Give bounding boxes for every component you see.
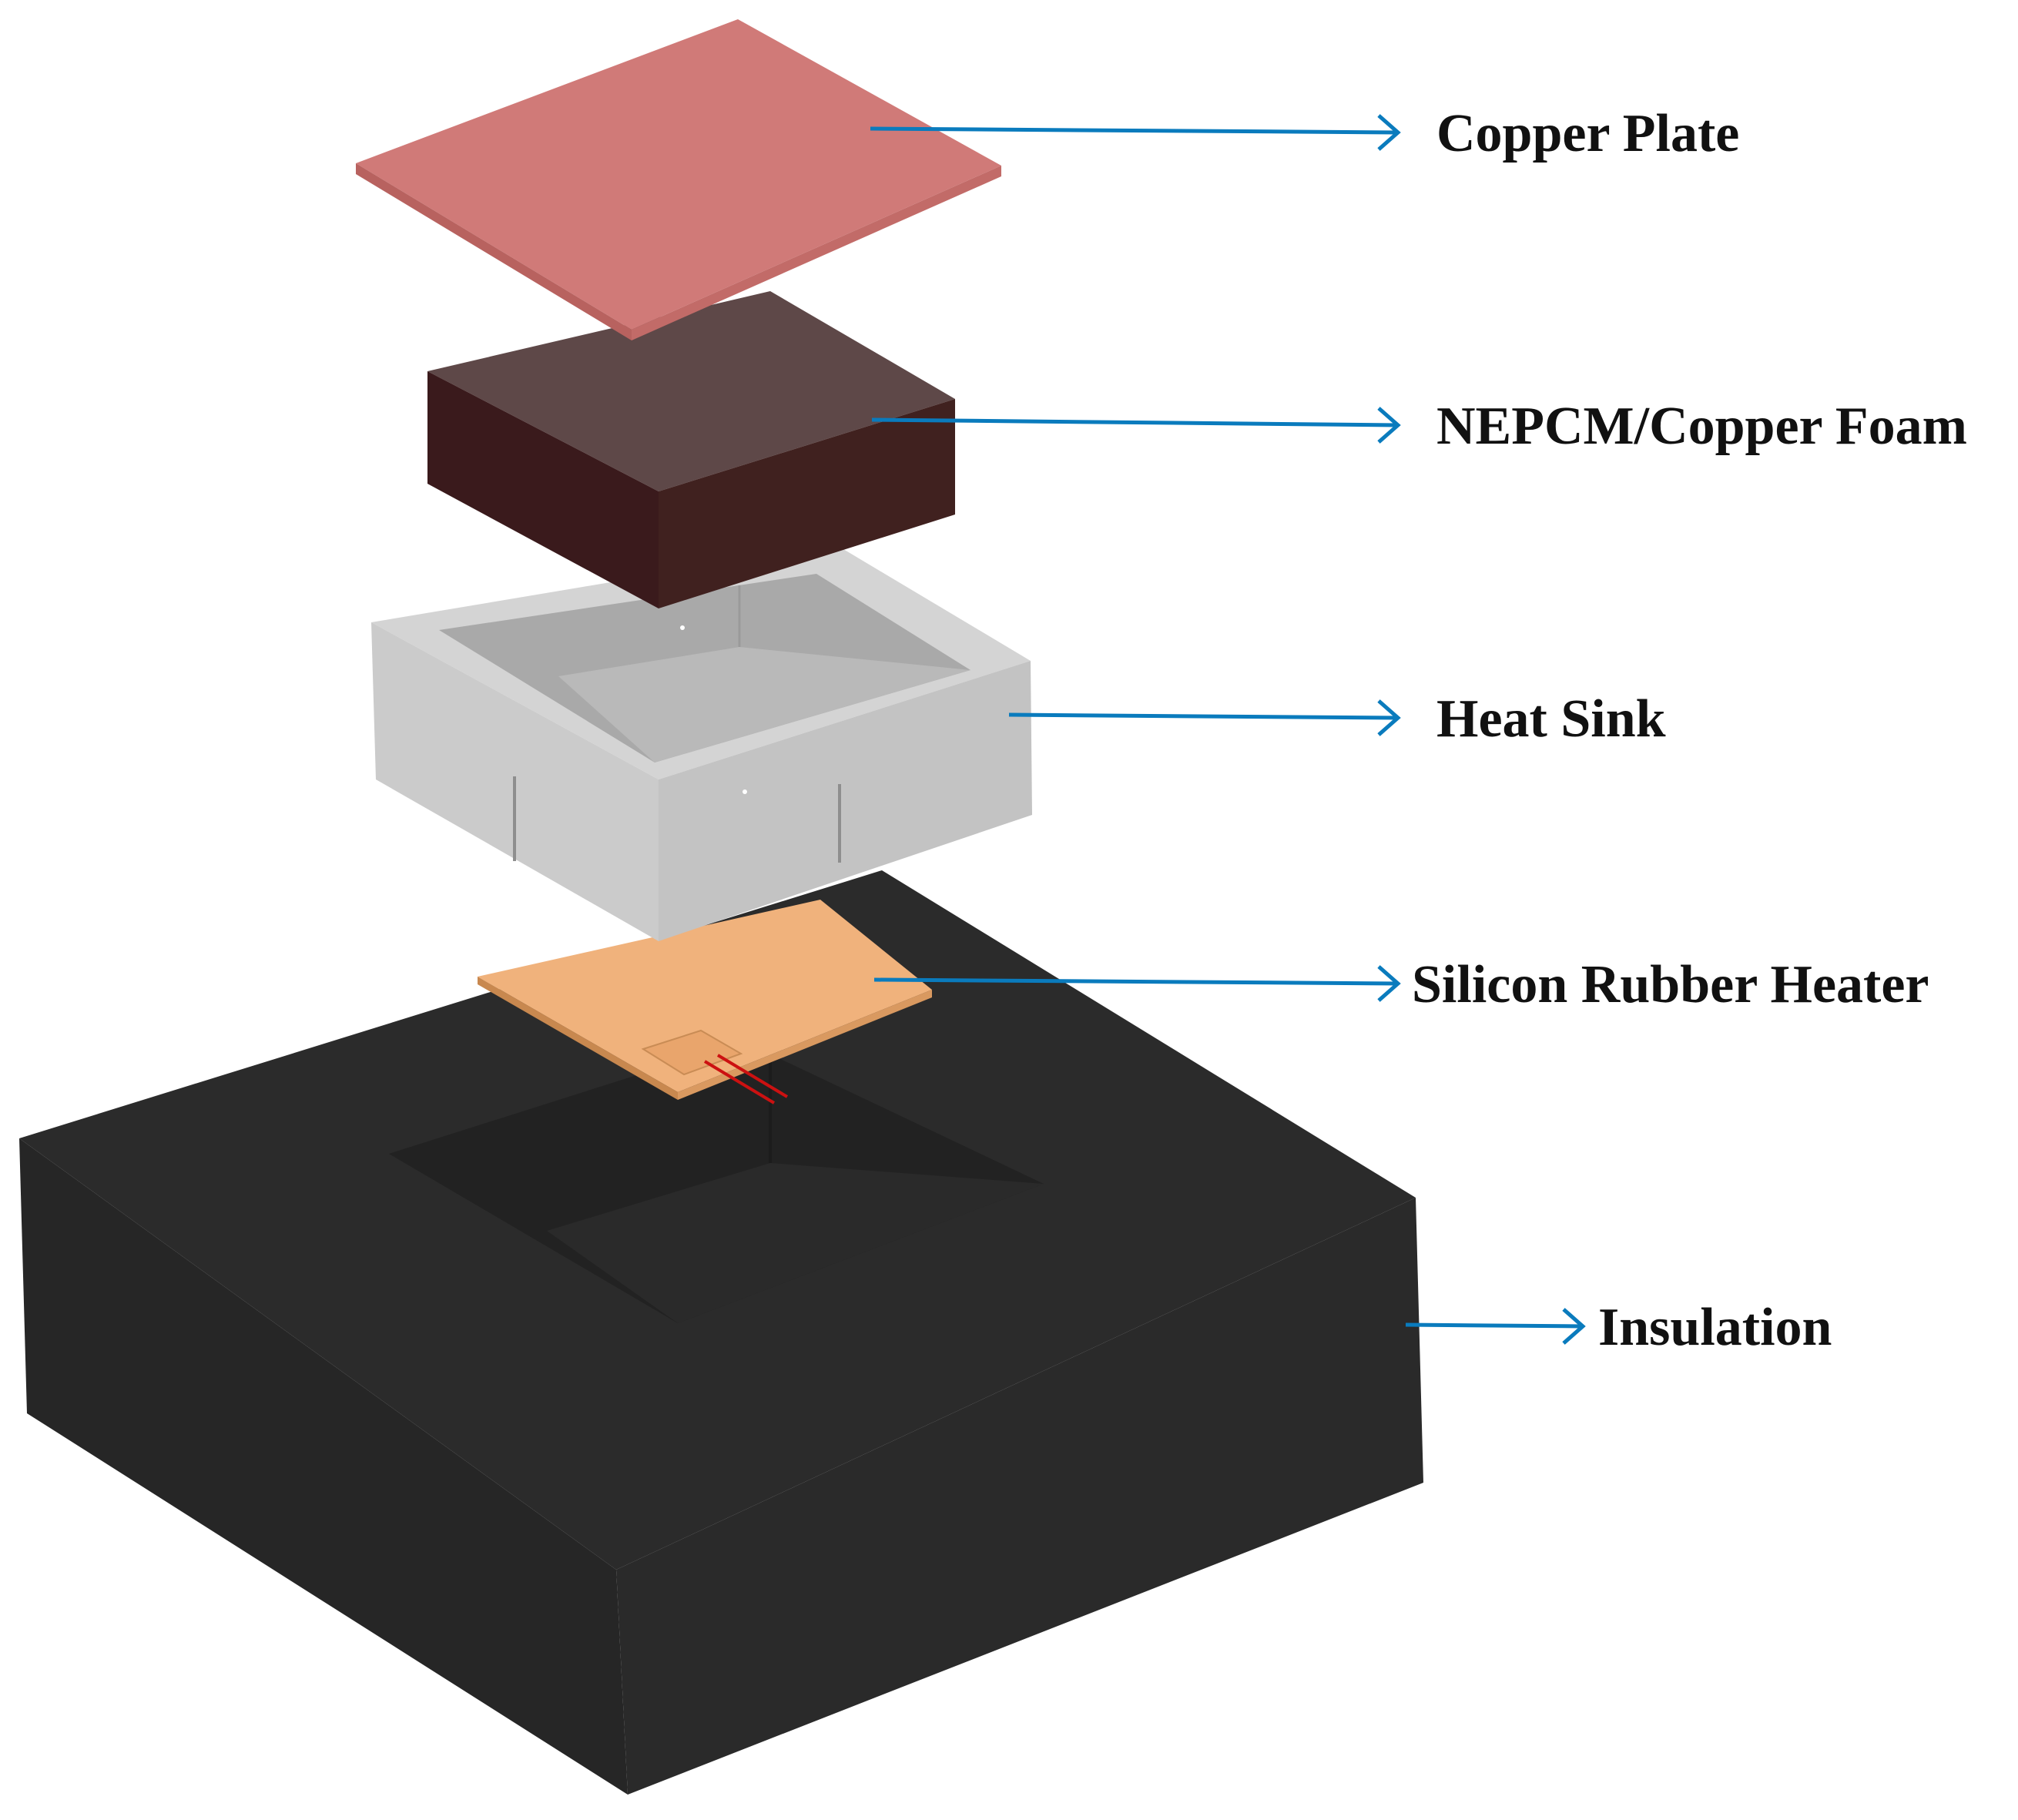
insulation-right-face <box>616 1198 1423 1795</box>
arrow-insulation <box>1405 1308 1586 1345</box>
label-insulation: Insulation <box>1598 1298 1832 1357</box>
nepcm-copper-foam <box>427 291 955 608</box>
label-heater: Silicon Rubber Heater <box>1412 955 1929 1014</box>
label-nepcm-foam: NEPCM/Copper Foam <box>1436 397 1967 456</box>
copper-plate-left-edge <box>356 163 632 340</box>
heater-terminal-pad <box>641 1029 743 1076</box>
label-copper-plate: Copper Plate <box>1436 104 1739 163</box>
silicon-rubber-heater <box>478 900 932 1104</box>
heater-front-edge <box>478 977 678 1100</box>
insulation-left-face <box>19 1138 628 1795</box>
arrow-heater <box>873 965 1401 1002</box>
arrow-heat-sink <box>1008 699 1401 736</box>
insulation-block <box>19 870 1423 1795</box>
label-heat-sink: Heat Sink <box>1436 689 1666 749</box>
arrow-copper-plate <box>870 114 1401 151</box>
heat-sink-point <box>680 625 685 630</box>
copper-plate-top-face <box>356 19 1001 330</box>
heat-sink-right-face <box>659 661 1032 941</box>
heater-wire <box>716 1054 789 1098</box>
foam-top-face <box>427 291 955 491</box>
heat-sink-point <box>743 789 747 794</box>
copper-plate-right-edge <box>632 166 1001 340</box>
foam-left-face <box>427 371 659 608</box>
foam-right-face <box>659 399 955 608</box>
heater-right-edge <box>678 990 932 1100</box>
heat-sink <box>371 545 1032 941</box>
arrow-nepcm-foam <box>871 407 1401 444</box>
heat-sink-cavity-floor <box>558 647 970 763</box>
heater-wire <box>703 1060 776 1104</box>
heater-top-face <box>478 900 932 1092</box>
callout-arrows <box>870 114 1586 1345</box>
insulation-cavity-floor <box>547 1163 1044 1323</box>
copper-plate <box>356 19 1001 340</box>
